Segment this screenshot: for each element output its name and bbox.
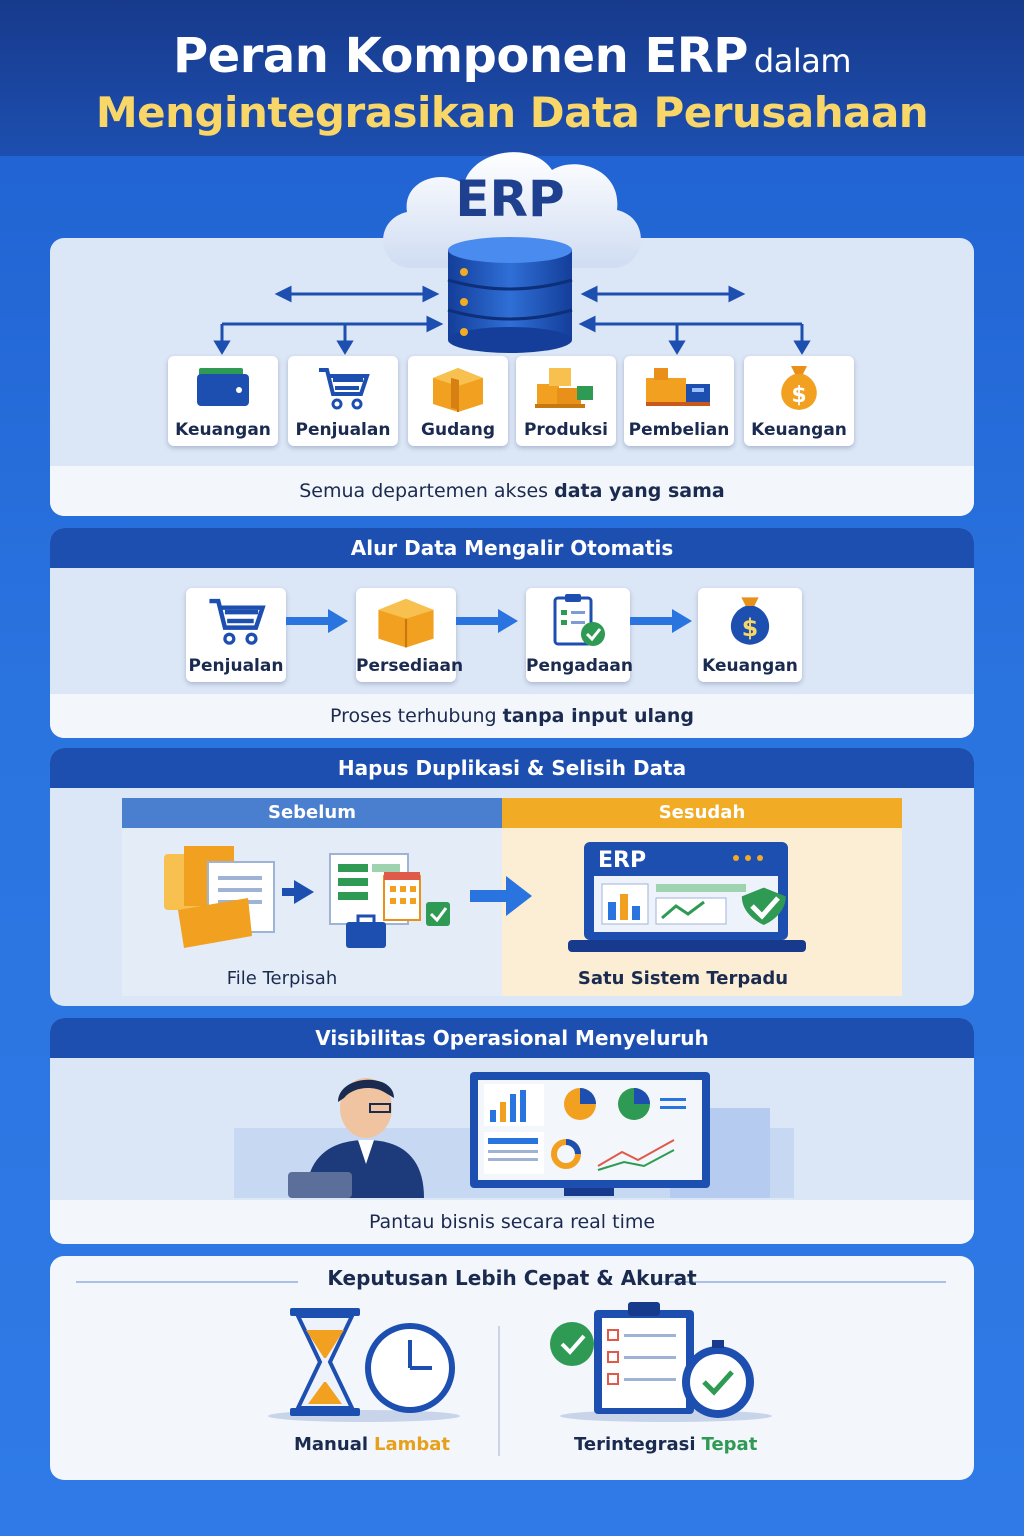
- right-caption-b: Tepat: [701, 1434, 758, 1455]
- dept-label: Penjualan: [295, 420, 391, 440]
- dept-tile-produksi: Produksi: [516, 356, 616, 446]
- visibility-title: Visibilitas Operasional Menyeluruh: [50, 1018, 974, 1058]
- hub-footer-text: Semua departemen akses: [299, 480, 549, 502]
- boxes-icon: [535, 368, 593, 408]
- left-caption-b: Lambat: [374, 1434, 451, 1455]
- page-subtitle: Mengintegrasikan Data Perusahaan: [95, 88, 929, 137]
- screen-erp-label: ERP: [598, 848, 647, 873]
- divider-left: [76, 1281, 298, 1283]
- title-small: dalam: [753, 42, 852, 80]
- flow-step-persediaan: Persediaan: [356, 588, 464, 682]
- visibility-footer: Pantau bisnis secara real time: [50, 1200, 974, 1244]
- after-caption: Satu Sistem Terpadu: [577, 968, 789, 989]
- dept-tile-penjualan: Penjualan: [288, 356, 398, 446]
- wallet-icon: [197, 368, 249, 406]
- money-bag-icon: $: [781, 366, 817, 410]
- dedup-title: Hapus Duplikasi & Selisih Data: [50, 748, 974, 788]
- arrow-right-icon: [630, 609, 692, 633]
- dept-label: Produksi: [523, 420, 609, 440]
- flow-footer: Proses terhubung tanpa input ulang: [50, 694, 974, 738]
- hub-footer-bold: data yang sama: [554, 480, 725, 502]
- dedup-section: Hapus Duplikasi & Selisih Data Sebelum S…: [50, 748, 974, 1006]
- dept-label: Pembelian: [628, 420, 730, 440]
- arrow-right-icon: [456, 609, 518, 633]
- dept-tile-pembelian: Pembelian: [624, 356, 734, 446]
- cloud-icon: [383, 152, 641, 268]
- flow-step-label: Penjualan: [188, 656, 284, 676]
- truck-icon: [646, 368, 710, 406]
- flow-section: Alur Data Mengalir Otomatis Proses terhu…: [50, 528, 974, 738]
- divider-right: [658, 1281, 946, 1283]
- hub-footer: Semua departemen akses data yang sama: [50, 466, 974, 516]
- box-icon: [433, 368, 483, 412]
- flow-footer-bold: tanpa input ulang: [502, 705, 694, 727]
- laptop-erp-icon: [568, 842, 806, 952]
- arrow-right-icon: [470, 876, 532, 916]
- flow-step-label: Persediaan: [356, 656, 464, 676]
- right-caption-a: Terintegrasi: [574, 1434, 696, 1455]
- dept-label: Keuangan: [751, 420, 847, 440]
- dept-tile-gudang: Gudang: [408, 356, 508, 446]
- cart-icon: [319, 368, 370, 410]
- svg-text:$: $: [742, 614, 758, 642]
- flow-step-penjualan: Penjualan: [186, 588, 286, 682]
- flow-footer-text: Proses terhubung: [330, 705, 497, 727]
- vertical-divider: [498, 1326, 500, 1456]
- scattered-files-icon: [164, 846, 450, 948]
- title-main: Peran Komponen ERP: [173, 28, 748, 84]
- erp-label: ERP: [455, 170, 565, 228]
- hourglass-clock-icon: [268, 1308, 460, 1422]
- svg-text:$: $: [791, 383, 806, 408]
- flow-step-label: Keuangan: [702, 656, 798, 676]
- before-caption: File Terpisah: [226, 968, 338, 989]
- database-icon: [447, 237, 573, 353]
- dept-tile-keuangan-2: $ Keuangan: [744, 356, 854, 446]
- cart-icon: [209, 598, 266, 645]
- dept-label: Keuangan: [175, 420, 271, 440]
- flow-step-keuangan: $ Keuangan: [698, 588, 802, 682]
- flow-step-label: Pengadaan: [526, 656, 633, 676]
- decision-title: Keputusan Lebih Cepat & Akurat: [327, 1266, 697, 1290]
- after-label: Sesudah: [502, 798, 902, 828]
- dept-label: Gudang: [421, 420, 495, 440]
- arrow-right-icon: [286, 609, 348, 633]
- visibility-section: Visibilitas Operasional Menyeluruh Panta…: [50, 1018, 974, 1244]
- dept-tile-keuangan: Keuangan: [168, 356, 278, 446]
- flow-title: Alur Data Mengalir Otomatis: [50, 528, 974, 568]
- checklist-stopwatch-icon: [550, 1302, 772, 1422]
- monitoring-illustration: [234, 1072, 794, 1198]
- money-bag-icon: $: [730, 597, 770, 645]
- clipboard-check-icon: [553, 594, 605, 646]
- box-icon: [378, 598, 434, 648]
- left-caption-a: Manual: [294, 1434, 369, 1455]
- flow-step-pengadaan: Pengadaan: [526, 588, 633, 682]
- before-label: Sebelum: [122, 798, 502, 828]
- connection-arrows: [213, 285, 811, 355]
